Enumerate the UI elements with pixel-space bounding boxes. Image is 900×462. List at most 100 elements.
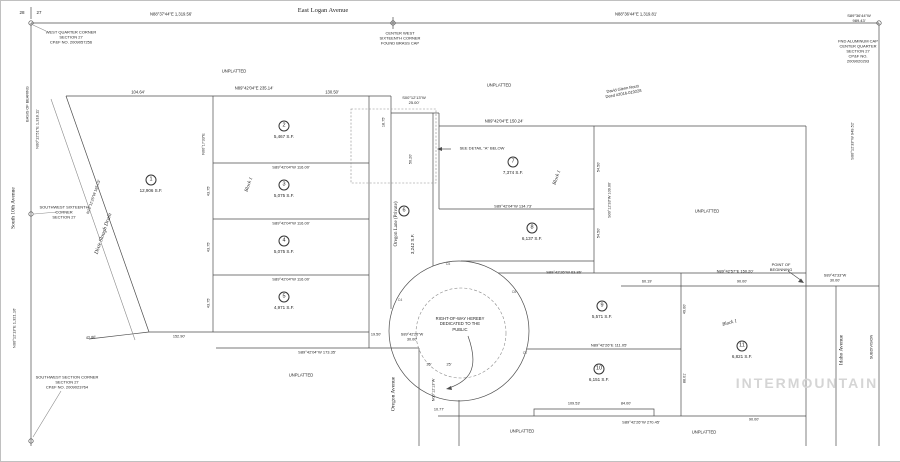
lot-9-area: 5,571 S.F.: [591, 314, 613, 320]
monument-southwest-section: [28, 438, 34, 444]
dim-90-00-bottom: 90.00': [748, 417, 760, 422]
dim-19-50: 19.50': [370, 332, 382, 337]
bearing-top-west: N88°37'44"E 1,319.56': [149, 11, 193, 17]
street-east-logan-avenue: East Logan Avenue: [297, 6, 349, 14]
street-oregon-avenue: Oregon Avenue: [390, 376, 397, 412]
dim-111-05: N89°42'26"E 111.05': [590, 342, 628, 348]
monument-west-quarter: [28, 20, 34, 26]
lot-9-number: 9: [596, 300, 608, 312]
dim-43-75-b: 43.75': [206, 241, 211, 253]
dim-54-50-a: 54.50': [596, 161, 601, 173]
unplatted-south-1: UNPLATTED: [509, 428, 535, 434]
dim-109-00: S00°12'33"W 109.00': [607, 182, 612, 218]
dim-60-19: 60.19': [641, 279, 653, 284]
lot-11-number: 11: [736, 340, 748, 352]
lot-5-number: 5: [278, 291, 290, 303]
monument-center-quarter: [876, 20, 882, 26]
dim-88-01: 88.01': [682, 372, 687, 384]
dim-25-a: 25': [426, 362, 432, 367]
unplatted-east: UNPLATTED: [694, 208, 720, 214]
dim-116-00-b: S89°42'04"W 116.00': [272, 220, 310, 226]
unplatted-northwest: UNPLATTED: [221, 68, 247, 74]
section-28: 28: [19, 10, 25, 16]
southwest-section-note: SOUTHWEST SECTION CORNER SECTION 27 CP&F…: [35, 374, 99, 390]
row-dedication-leader: [448, 335, 474, 389]
section-27: 27: [36, 10, 42, 16]
unplatted-north: UNPLATTED: [486, 82, 512, 88]
curve-c7: C7: [522, 350, 528, 355]
plat-boundary-and-lot-lines: [65, 95, 879, 446]
lot-7-area: 7,374 S.F.: [502, 170, 524, 176]
detail-a-callout-box: [350, 108, 437, 184]
lot-11-area: 6,821 S.F.: [731, 354, 753, 360]
bearing-left-lower: N00°12'13"E 1,321.16': [11, 307, 17, 349]
bearing-right-section: S00°12'33"W 949.52': [849, 122, 855, 160]
dim-134-73: S89°42'04"W 134.73': [494, 203, 532, 209]
section-lines: [30, 7, 880, 446]
lot-1-area: 12,906 S.F.: [139, 188, 163, 194]
point-of-beginning-leader: [787, 270, 803, 282]
bearing-left-upper: N00°12'51"E 1,318.11': [34, 109, 40, 149]
dim-104-64: 104.64': [131, 89, 145, 95]
curve-c5: C5: [445, 261, 451, 266]
dim-235-14: N89°42'04"E 235.14': [234, 85, 274, 91]
lot-1-number: 1: [145, 174, 157, 186]
watermark: INTERMOUNTAIN: [735, 375, 879, 391]
dim-30-00-idaho: S89°42'33"W 30.00': [823, 273, 847, 282]
bearing-oregon-avenue: N00°12'13"W: [431, 378, 436, 402]
point-of-beginning: POINT OF BEGINNING: [769, 262, 793, 272]
dim-90-00-top: 90.00': [736, 279, 748, 284]
drain-line: [50, 98, 136, 341]
dim-173-35: S89°42'04"W 173.35': [298, 349, 336, 355]
dim-50-20: 50.20': [408, 153, 413, 165]
lot-7-number: 7: [507, 156, 519, 168]
west-quarter-corner-note: WEST QUARTER CORNER SECTION 27 CP&F NO. …: [45, 29, 97, 45]
lot-5-area: 4,971 S.F.: [273, 305, 295, 311]
dim-130-50: 130.50': [325, 89, 339, 95]
lot-2-number: 2: [278, 120, 290, 132]
lot-8-number: 8: [526, 222, 538, 234]
dim-84-00: 84.00': [620, 401, 632, 406]
dim-42-86: 42.86': [85, 335, 97, 340]
curve-c6: C6: [511, 289, 517, 294]
lot-2-area: 5,467 S.F.: [273, 134, 295, 140]
dim-49-00: 49.00': [682, 303, 687, 315]
dim-150-24: N89°42'04"E 150.24': [484, 118, 524, 124]
dim-43-75-c: 43.75': [206, 297, 211, 309]
street-south-10th-avenue: South 10th Avenue: [10, 187, 17, 229]
lot-10-number: 10: [593, 363, 605, 375]
see-detail-arrowhead: [437, 147, 442, 151]
row-dedication: RIGHT-OF-WAY HEREBY DEDICATED TO THE PUB…: [435, 316, 485, 332]
lot-6-number: 6: [398, 205, 410, 217]
basis-of-bearing: BASIS OF BEARING: [25, 86, 30, 122]
lot-4-number: 4: [278, 235, 290, 247]
bearing-top-right: S89°36'44"W 989.43': [847, 13, 871, 23]
dim-25-b: 25': [446, 362, 452, 367]
dim-116-00-c: S89°42'04"W 116.00': [272, 276, 310, 282]
row-dedication-arrowhead: [446, 386, 452, 390]
dim-43-75-a: 43.75': [206, 185, 211, 197]
dim-18-75: 18.75': [381, 116, 386, 128]
lot-4-area: 5,075 S.F.: [273, 249, 295, 255]
street-idaho-avenue: Idaho Avenue: [838, 334, 845, 366]
point-of-beginning-arrowhead: [798, 278, 804, 283]
southwest-sixteenth-note: SOUTHWEST SIXTEENTH CORNER SECTION 27: [39, 204, 89, 220]
center-west-sixteenth-note: CENTER WEST SIXTEENTH CORNER FOUND BRASS…: [379, 30, 421, 46]
dim-10-77: 10.77': [433, 407, 445, 412]
dim-54-50-b: 54.50': [596, 227, 601, 239]
dim-116-00-a: S89°42'04"W 116.00': [272, 164, 310, 170]
dim-270-45: S89°42'26"W 270.45': [622, 419, 660, 425]
cul-de-sac-setback-dashed: [415, 287, 507, 379]
monument-center-west-sixteenth: [390, 20, 396, 26]
dim-30-00-oregon: S89°42'26"W 30.00': [400, 332, 424, 341]
dim-152-90: 152.90': [172, 334, 186, 339]
center-quarter-note: FND ALUMINUM CAP CENTER QUARTER SECTION …: [838, 38, 878, 64]
subdivision-right-edge: SUBDIVISION: [869, 334, 874, 360]
unplatted-southwest: UNPLATTED: [288, 372, 314, 378]
dim-63-86: S89°42'26"W 63.86': [546, 269, 582, 275]
bearing-lots-west: N00°17'33"E: [201, 133, 206, 155]
lot-10-area: 6,151 S.F.: [588, 377, 610, 383]
unplatted-south-2: UNPLATTED: [691, 429, 717, 435]
